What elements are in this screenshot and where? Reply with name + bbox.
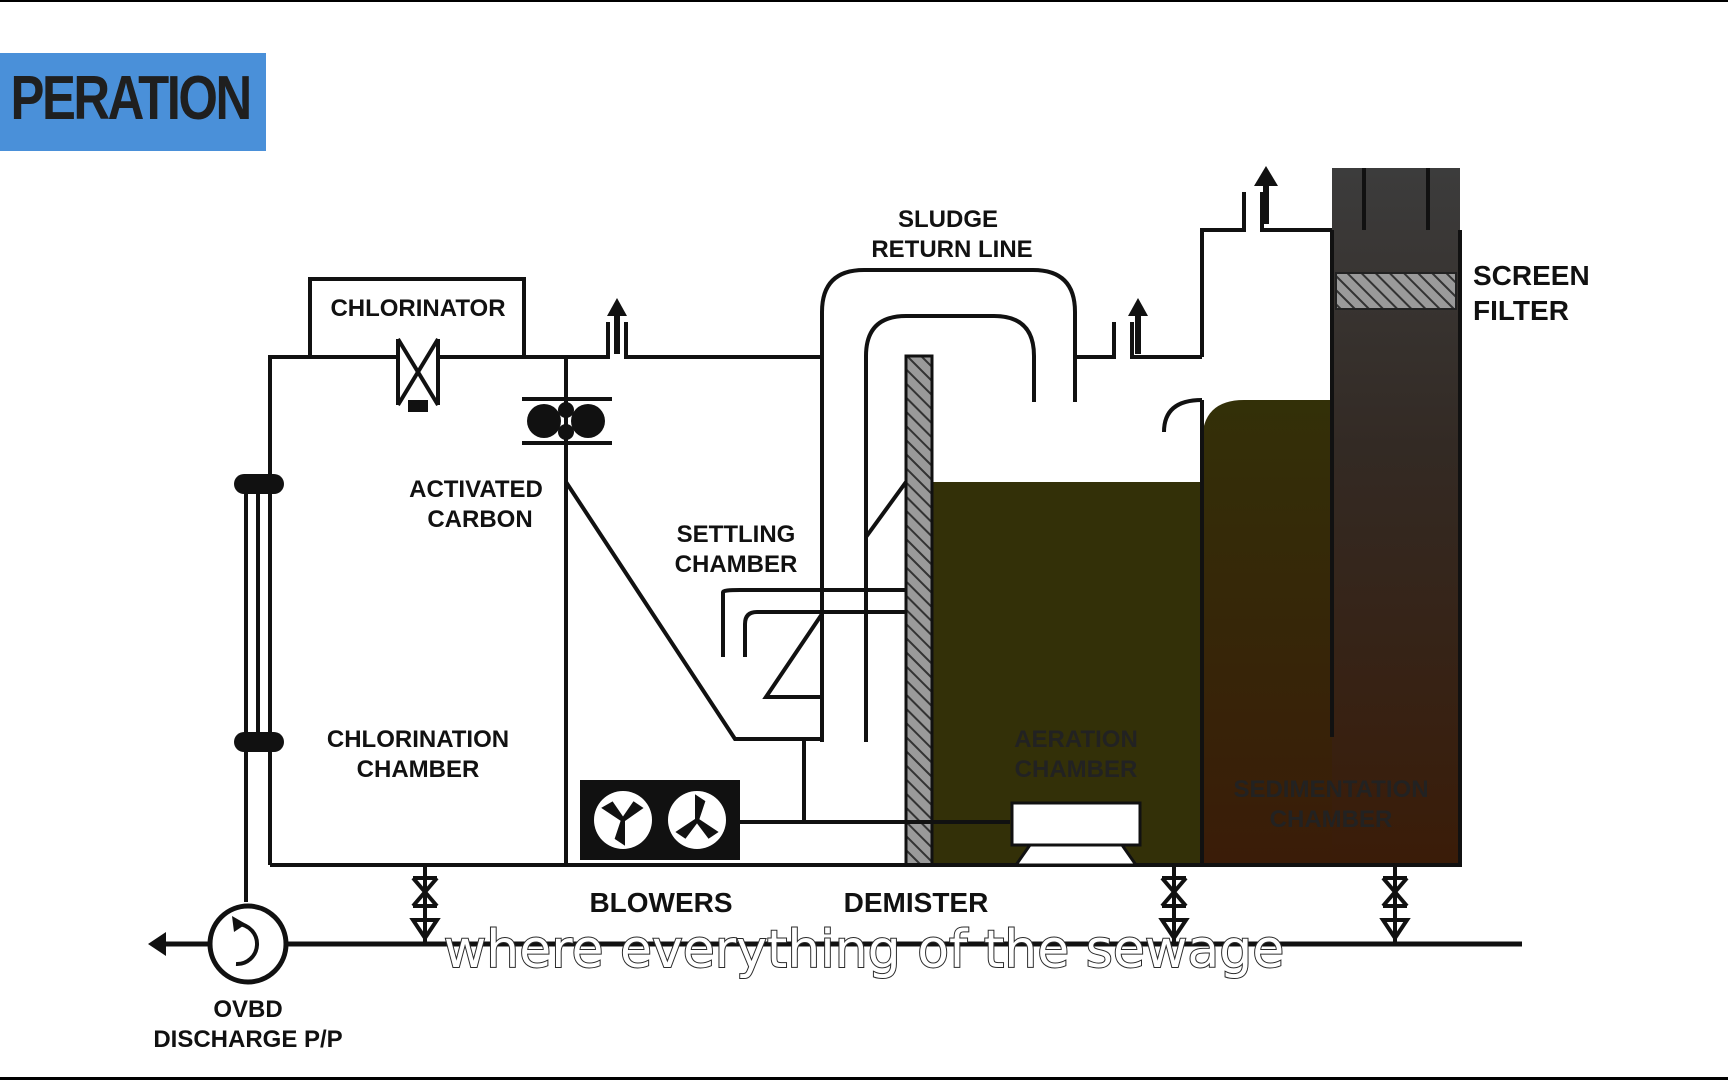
label-aeration-2: CHAMBER [1015, 756, 1138, 783]
label-activated-carbon-1: ACTIVATED [409, 476, 543, 503]
demister-wall [904, 354, 934, 867]
label-chlorination-1: CHLORINATION [327, 726, 509, 753]
label-aeration-1: AERATION [1014, 726, 1138, 753]
air-diffuser [1010, 801, 1142, 867]
label-settling-2: CHAMBER [675, 551, 798, 578]
label-chlorination-2: CHAMBER [357, 756, 480, 783]
label-discharge-1: OVBD [213, 996, 282, 1023]
label-discharge-2: DISCHARGE P/P [153, 1026, 342, 1053]
drain-valves [409, 865, 1411, 944]
label-screen-filter-2: FILTER [1473, 295, 1569, 326]
settling-chamber-internals [564, 480, 1010, 824]
aeration-liquid [933, 482, 1202, 865]
label-settling-1: SETTLING [677, 521, 796, 548]
label-sedimentation-1: SEDIMENTATION [1233, 776, 1428, 803]
chlorinator-valve [396, 337, 440, 412]
activated-carbon-filter [522, 397, 612, 445]
title-banner: PERATION [0, 53, 266, 151]
label-chlorinator: CHLORINATOR [330, 295, 505, 322]
discharge-pump-icon [207, 903, 289, 985]
screen-filter-mesh [1335, 272, 1457, 310]
label-sludge-return-1: SLUDGE [898, 206, 998, 233]
subtitle-caption: where everything of the sewage [444, 920, 1284, 980]
label-demister: DEMISTER [844, 887, 989, 918]
label-sedimentation-2: CHAMBER [1270, 806, 1393, 833]
label-sludge-return-2: RETURN LINE [871, 236, 1032, 263]
sedimentation-liquid [1202, 400, 1332, 865]
sludge-return-line [820, 268, 1204, 742]
tank-outline [268, 168, 1462, 867]
label-blowers: BLOWERS [589, 887, 732, 918]
title-text: PERATION [10, 64, 253, 133]
label-screen-filter-1: SCREEN [1473, 260, 1590, 291]
label-activated-carbon-2: CARBON [427, 506, 532, 533]
discharge-header [148, 932, 1522, 956]
discharge-riser [234, 474, 284, 902]
blowers-unit [580, 780, 740, 860]
vent-arrows [607, 166, 1278, 354]
